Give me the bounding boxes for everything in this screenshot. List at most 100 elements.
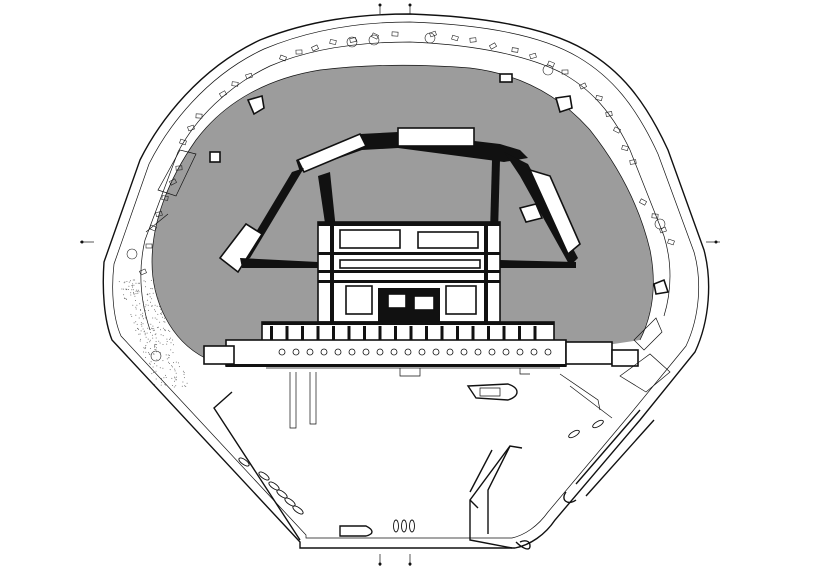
bench xyxy=(613,126,621,134)
sand-dot xyxy=(144,310,146,312)
bench xyxy=(329,39,337,45)
sand-dot xyxy=(157,298,159,300)
sand-dot xyxy=(137,282,139,284)
column xyxy=(474,348,482,356)
small-boat xyxy=(401,519,407,533)
sand-dot xyxy=(163,377,165,379)
east-wing xyxy=(528,168,581,256)
sand-dot xyxy=(161,312,163,314)
sand-dot xyxy=(182,381,184,383)
sand-dot xyxy=(150,323,152,325)
sand-dot xyxy=(154,346,156,348)
column xyxy=(376,348,384,356)
bay-wall xyxy=(425,326,428,344)
sand-dot xyxy=(148,352,150,353)
central-block xyxy=(317,221,501,323)
sand-dot xyxy=(146,299,148,301)
sand-dot xyxy=(142,318,144,320)
boats xyxy=(238,383,604,537)
sand-dot xyxy=(149,354,151,355)
terrace-se xyxy=(619,353,671,393)
sand-dot xyxy=(151,298,153,300)
sand-dot xyxy=(168,361,169,363)
sand-dot xyxy=(147,338,149,340)
bay-wall xyxy=(270,326,273,344)
sand-dot xyxy=(146,294,148,295)
bench xyxy=(161,195,169,201)
sand-dot xyxy=(131,289,133,291)
column xyxy=(432,348,440,356)
sand-dot xyxy=(138,291,140,293)
bench xyxy=(139,268,147,276)
sand-dot xyxy=(154,304,156,306)
sand-dot xyxy=(182,370,184,372)
sand-dot xyxy=(150,301,151,303)
sand-dot xyxy=(138,333,140,335)
sand-dot xyxy=(133,322,135,324)
sand-dot xyxy=(123,288,124,290)
north-marker xyxy=(378,3,412,14)
sand-dot xyxy=(166,341,168,342)
sand-dot xyxy=(144,281,146,283)
sand-dot xyxy=(160,329,161,331)
umbrella xyxy=(424,32,436,44)
sand-dot xyxy=(173,362,174,364)
sand-dot xyxy=(133,284,135,286)
sand-dot xyxy=(159,367,161,369)
kiosk-ne xyxy=(554,95,573,114)
bench xyxy=(187,124,195,132)
sand-dot xyxy=(169,330,171,332)
sand-dot xyxy=(149,293,151,295)
sand-dot xyxy=(150,361,152,363)
sand-dot xyxy=(146,332,148,334)
sand-dot xyxy=(165,384,167,386)
sand-dot xyxy=(151,327,153,329)
sand-dot xyxy=(153,363,155,365)
sand-dot xyxy=(171,365,173,367)
sand-dot xyxy=(150,279,152,281)
sand-dot xyxy=(143,307,145,309)
sand-dot xyxy=(136,289,138,291)
bench xyxy=(529,52,537,60)
sand-dot xyxy=(156,327,158,329)
bench xyxy=(371,32,379,40)
sand-dot xyxy=(153,329,155,331)
column xyxy=(390,348,398,356)
sand-dot xyxy=(139,340,141,342)
column xyxy=(278,348,286,356)
sand-dot xyxy=(145,286,146,288)
bench xyxy=(155,210,163,218)
sand-dot xyxy=(147,304,149,306)
bay-wall xyxy=(332,326,335,344)
front-bays xyxy=(270,326,537,344)
sand-dot xyxy=(130,314,132,316)
sand-dot xyxy=(169,338,171,340)
bench xyxy=(279,54,287,62)
sand-dot xyxy=(155,349,157,351)
sand-dot xyxy=(125,288,127,290)
sand-dot xyxy=(149,329,151,331)
sand-dot xyxy=(172,352,174,354)
column xyxy=(334,348,342,356)
bench xyxy=(218,90,228,98)
sand-dot xyxy=(178,366,180,368)
axis-markers xyxy=(80,3,720,566)
sand-dot xyxy=(165,374,166,376)
sand-dot xyxy=(159,352,161,354)
sand-dot xyxy=(136,304,138,306)
sand-dot xyxy=(154,309,155,311)
sand-dot xyxy=(155,370,157,372)
sand-dot xyxy=(135,308,137,310)
sand-dot xyxy=(144,347,146,349)
sand-dot xyxy=(175,379,177,381)
bench xyxy=(561,69,569,75)
sand-dot xyxy=(130,294,132,296)
sand-dot xyxy=(135,282,137,284)
column xyxy=(404,348,412,356)
sand-dot xyxy=(175,361,177,363)
colonnade-columns xyxy=(278,348,552,356)
sand-dot xyxy=(174,380,175,382)
sand-dot xyxy=(142,312,144,314)
sand-dot xyxy=(154,384,156,385)
